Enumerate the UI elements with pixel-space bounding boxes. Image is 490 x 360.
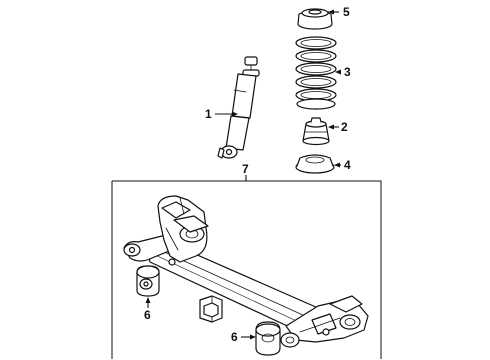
torsion-beam-axle [123, 195, 369, 348]
bushing-center [199, 295, 223, 323]
callout-7: 7 [242, 162, 249, 176]
spring-lower-seat [295, 154, 335, 174]
bushing-right [255, 321, 281, 356]
shock-absorber [217, 56, 260, 159]
bump-stop [302, 117, 330, 146]
callout-2: 2 [341, 120, 348, 134]
callout-6-right: 6 [231, 330, 238, 344]
leader-lines [145, 9, 341, 340]
spring-upper-seat [297, 8, 333, 30]
coil-spring [295, 36, 337, 110]
callout-1: 1 [205, 107, 212, 121]
assembly-frame [112, 180, 382, 359]
bushing-left [136, 265, 160, 297]
callout-6-left: 6 [144, 308, 151, 322]
callout-4: 4 [344, 158, 351, 172]
callout-3: 3 [344, 65, 351, 79]
callout-5: 5 [343, 5, 350, 19]
